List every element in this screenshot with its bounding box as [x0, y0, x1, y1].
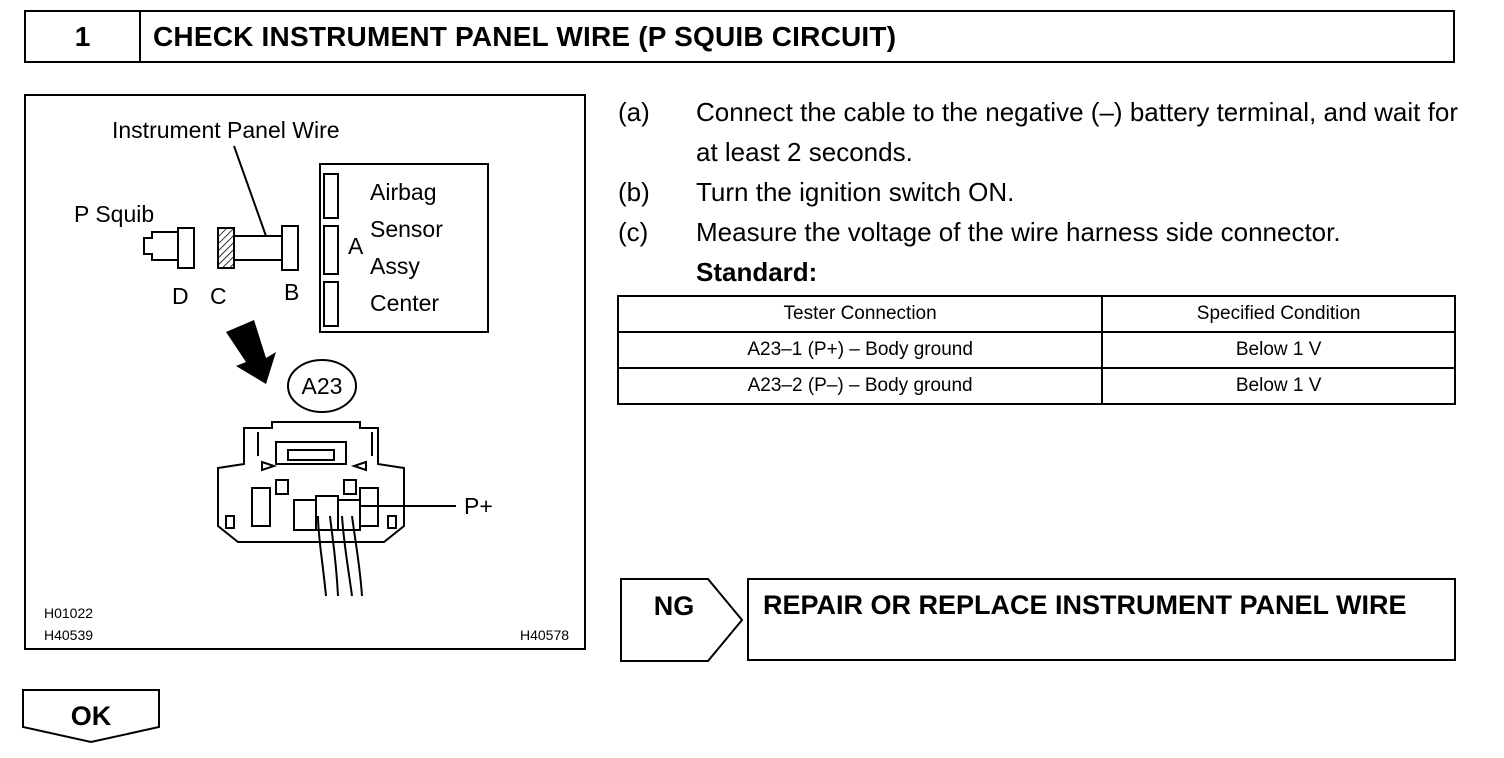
connector-code-label: A23	[302, 373, 343, 399]
ng-label: NG	[654, 591, 695, 621]
connector-d-label: D	[172, 283, 189, 309]
sensor-pin-icon	[323, 225, 339, 275]
step-label: (c)	[618, 217, 649, 247]
connector-d-icon	[177, 227, 195, 269]
instruction-step: (c) Measure the voltage of the wire harn…	[618, 212, 1458, 252]
step-number: 1	[26, 12, 141, 61]
standard-label: Standard:	[696, 257, 818, 287]
table-cell: Below 1 V	[1101, 331, 1456, 369]
figure-code-3: H40578	[520, 627, 569, 643]
p-squib-label: P Squib	[74, 201, 154, 227]
connector-c-icon	[217, 227, 235, 269]
ok-label: OK	[71, 701, 112, 731]
airbag-sensor-box	[319, 163, 489, 333]
wiring-illustration: Instrument Panel Wire P Squib D C B A Ai…	[24, 94, 586, 650]
column-header: Specified Condition	[1101, 295, 1456, 333]
ok-arrow-box: OK	[22, 689, 160, 744]
wire-body-icon	[233, 235, 283, 261]
sensor-pin-icon	[323, 281, 339, 327]
instruction-step: (a) Connect the cable to the negative (–…	[618, 92, 1458, 172]
sensor-pin-icon	[323, 173, 339, 219]
pin-label: P+	[464, 493, 493, 519]
step-text: Measure the voltage of the wire harness …	[696, 217, 1341, 247]
connector-code-oval	[287, 359, 357, 413]
step-title: CHECK INSTRUMENT PANEL WIRE (P SQUIB CIR…	[153, 20, 897, 52]
step-text: Turn the ignition switch ON.	[696, 177, 1015, 207]
direction-arrow-icon	[226, 320, 276, 384]
step-text: Connect the cable to the negative (–) ba…	[696, 97, 1458, 167]
table-cell: Below 1 V	[1101, 367, 1456, 405]
step-label: (a)	[618, 97, 650, 127]
column-header: Tester Connection	[616, 295, 1104, 333]
instruction-list: (a) Connect the cable to the negative (–…	[618, 92, 1458, 292]
table-row: A23–1 (P+) – Body ground Below 1 V	[616, 331, 1456, 369]
table-row: A23–2 (P–) – Body ground Below 1 V	[616, 367, 1456, 405]
airbag-label-line2: Sensor	[370, 216, 443, 242]
table-cell: A23–1 (P+) – Body ground	[616, 331, 1104, 369]
connector-b-label: B	[284, 279, 299, 305]
p-squib-plug-icon	[143, 231, 179, 261]
ng-arrow-box: NG	[620, 578, 744, 662]
connector-c-label: C	[210, 283, 227, 309]
instruction-step: (b) Turn the ignition switch ON.	[618, 172, 1458, 212]
connector-b-icon	[281, 225, 299, 271]
wiring-diagram: Instrument Panel Wire P Squib D C B A Ai…	[44, 117, 569, 643]
airbag-label-line4: Center	[370, 290, 439, 316]
instrument-panel-wire-label: Instrument Panel Wire	[112, 117, 340, 143]
connector-a-label: A	[348, 233, 364, 259]
table-cell: A23–2 (P–) – Body ground	[616, 367, 1104, 405]
table-header-row: Tester Connection Specified Condition	[616, 295, 1456, 333]
connector-face-icon	[217, 421, 405, 597]
airbag-label-line1: Airbag	[370, 179, 436, 205]
airbag-label-line3: Assy	[370, 253, 420, 279]
step-label: (b)	[618, 177, 650, 207]
step-header: 1 CHECK INSTRUMENT PANEL WIRE (P SQUIB C…	[24, 10, 1455, 63]
ng-action-box: REPAIR OR REPLACE INSTRUMENT PANEL WIRE	[747, 578, 1456, 661]
spec-table: Tester Connection Specified Condition A2…	[616, 295, 1456, 405]
wire-leader-line	[233, 145, 267, 237]
ng-branch: NG	[620, 578, 746, 667]
figure-code-1: H01022	[44, 605, 93, 621]
ok-branch: OK	[22, 689, 162, 750]
figure-code-2: H40539	[44, 627, 93, 643]
